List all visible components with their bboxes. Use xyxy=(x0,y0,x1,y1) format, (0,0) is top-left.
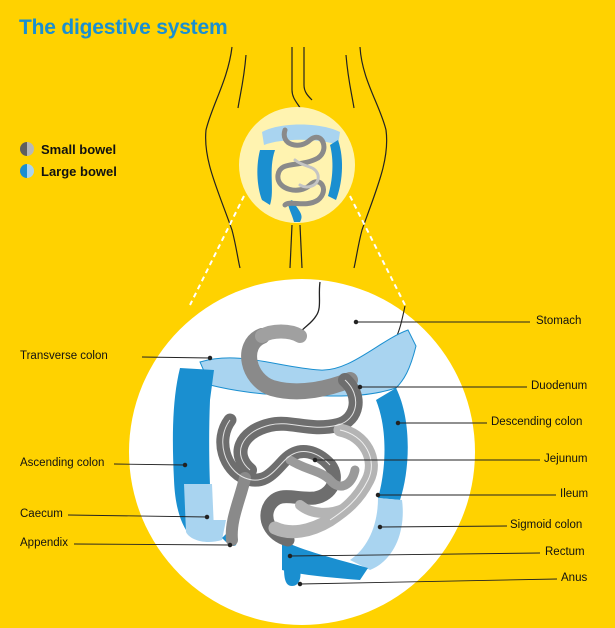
small-bowel-swatch xyxy=(20,142,34,156)
label-sigmoid-colon: Sigmoid colon xyxy=(510,519,583,531)
leader-lines xyxy=(67,319,558,587)
label-duodenum: Duodenum xyxy=(531,380,588,392)
label-transverse-colon: Transverse colon xyxy=(20,350,108,362)
legend-large-bowel: Large bowel xyxy=(20,164,117,179)
label-stomach: Stomach xyxy=(536,315,582,327)
legend-label: Small bowel xyxy=(41,142,117,157)
legend-label: Large bowel xyxy=(41,164,117,179)
label-ascending-colon: Ascending colon xyxy=(20,457,105,469)
body-outline xyxy=(205,46,388,269)
zoom-lines xyxy=(189,195,406,306)
label-appendix: Appendix xyxy=(20,537,68,549)
label-rectum: Rectum xyxy=(545,546,585,558)
large-bowel-swatch xyxy=(20,164,34,178)
small-intestine-diagram xyxy=(257,124,343,222)
label-descending-colon: Descending colon xyxy=(491,416,583,428)
label-caecum: Caecum xyxy=(20,508,63,520)
label-jejunum: Jejunum xyxy=(544,453,588,465)
label-anus: Anus xyxy=(561,572,588,584)
legend-small-bowel: Small bowel xyxy=(20,142,116,157)
label-ileum: Ileum xyxy=(560,488,589,500)
page-title: The digestive system xyxy=(19,16,228,39)
